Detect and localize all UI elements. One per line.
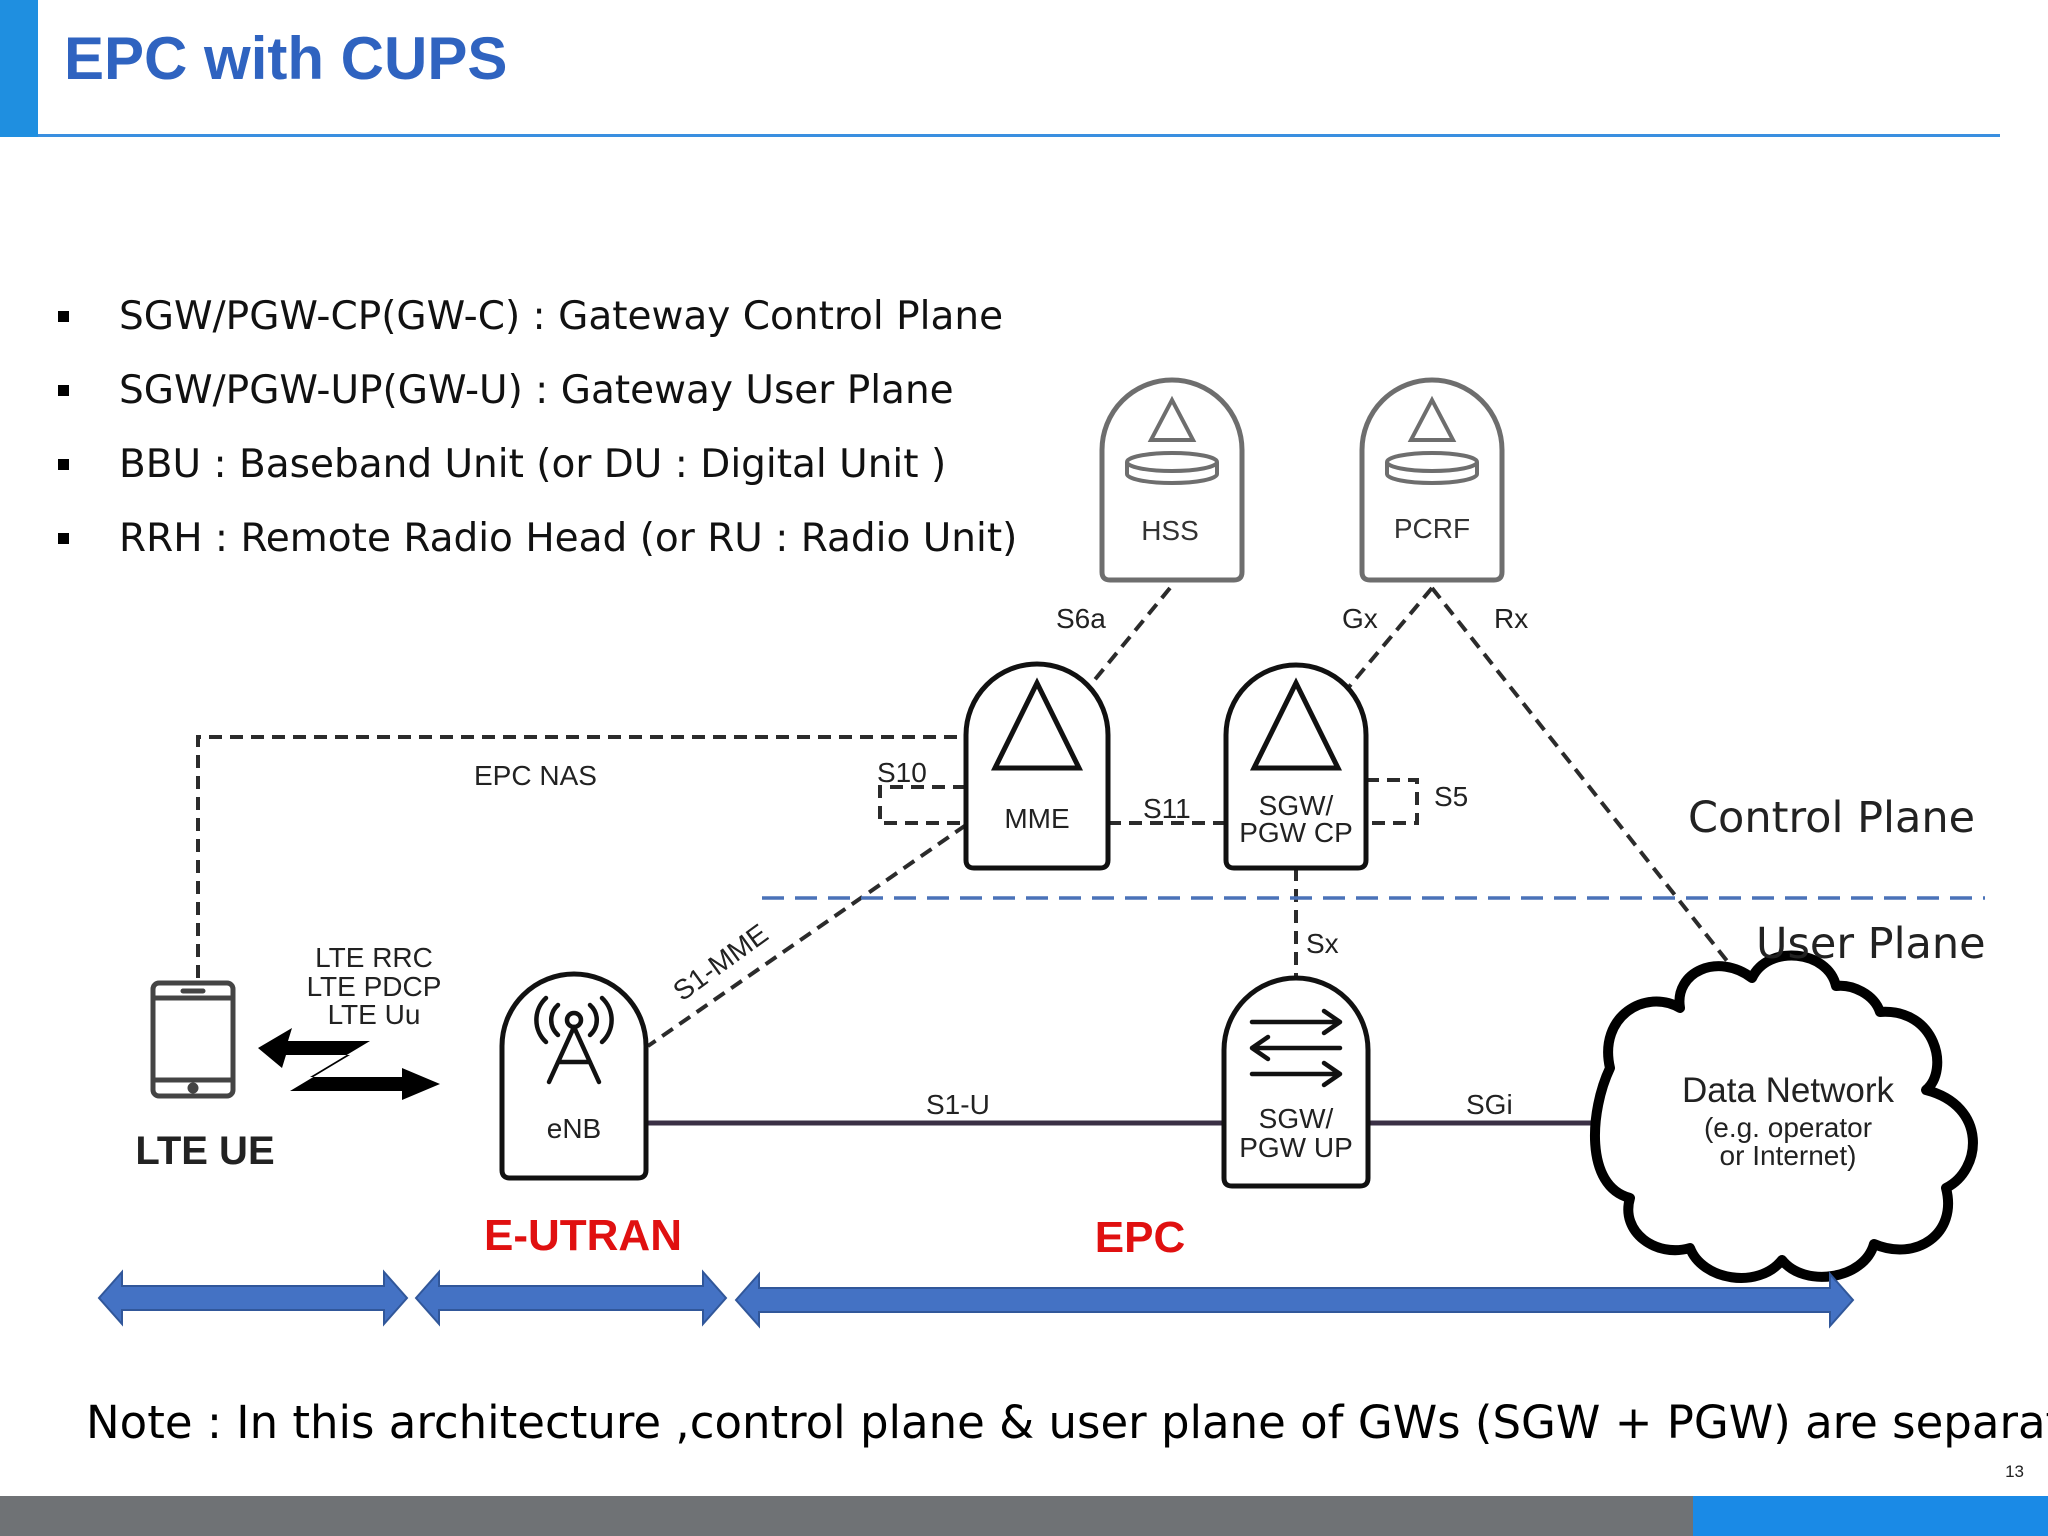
enb-label: eNB [547, 1113, 601, 1144]
bullet-icon [58, 385, 69, 396]
ue-range-arrow [97, 1269, 409, 1327]
sgw-pgw-cp-node: SGW/ PGW CP [1223, 662, 1369, 871]
bullet-text: RRH : Remote Radio Head (or RU : Radio U… [119, 516, 1018, 561]
bullet-text: BBU : Baseband Unit (or DU : Digital Uni… [119, 442, 947, 487]
title-divider [38, 134, 2000, 137]
epc-nas-link [196, 735, 966, 978]
pcrf-label: PCRF [1394, 513, 1470, 544]
control-plane-label: Control Plane [1688, 793, 1975, 843]
gx-link [1346, 586, 1434, 690]
sx-label: Sx [1306, 928, 1339, 959]
antenna-tower-icon [534, 995, 614, 1085]
rx-label: Rx [1494, 603, 1528, 634]
user-plane-label: User Plane [1756, 919, 1986, 969]
s6a-link [1086, 586, 1172, 690]
radio-label-line2: LTE PDCP [307, 971, 442, 1002]
data-network-label: Data Network [1682, 1071, 1895, 1110]
bullet-icon [58, 533, 69, 544]
epc-label: EPC [1095, 1213, 1185, 1262]
mme-node: MME [963, 661, 1111, 871]
sgi-label: SGi [1466, 1089, 1513, 1120]
bullet-icon [58, 311, 69, 322]
bullet-text: SGW/PGW-UP(GW-U) : Gateway User Plane [119, 368, 954, 413]
pcrf-node: PCRF [1359, 377, 1505, 583]
enb-node: eNB [499, 971, 649, 1181]
triangle-icon [990, 677, 1084, 771]
hss-node: HSS [1099, 377, 1245, 583]
bullet-icon [58, 459, 69, 470]
triangle-icon [1147, 395, 1197, 442]
data-network-sub-1: (e.g. operator [1704, 1112, 1872, 1143]
phone-icon [150, 980, 236, 1099]
s10-label: S10 [877, 757, 927, 788]
rx-link [1430, 586, 1752, 992]
bullet-item: SGW/PGW-CP(GW-C) : Gateway Control Plane [52, 284, 1017, 358]
bullet-text: SGW/PGW-CP(GW-C) : Gateway Control Plane [119, 294, 1004, 339]
gx-label: Gx [1342, 603, 1378, 634]
bullet-item: RRH : Remote Radio Head (or RU : Radio U… [52, 506, 1017, 580]
s6a-label: S6a [1056, 603, 1106, 634]
sgw-cp-label-line2: PGW CP [1239, 817, 1353, 848]
data-network-sub-2: or Internet) [1720, 1140, 1857, 1171]
footer-bar [0, 1496, 1693, 1536]
triangle-icon [1249, 677, 1343, 771]
slide-title: EPC with CUPS [64, 25, 508, 92]
s1-mme-link [646, 823, 968, 1048]
footer-accent [1693, 1496, 2048, 1536]
s5-label: S5 [1434, 781, 1468, 812]
radio-label-line1: LTE RRC [315, 942, 433, 973]
sgw-cp-label-line1: SGW/ [1259, 790, 1334, 821]
epc-range-arrow [734, 1271, 1855, 1329]
title-accent-bar [0, 0, 38, 137]
lte-ue-label: LTE UE [135, 1129, 274, 1173]
epc-architecture-diagram: HSS PCRF MME SGW/ PGW CP SGW/ PGW UP [97, 377, 1986, 1329]
sgw-up-label-line2: PGW UP [1239, 1132, 1353, 1163]
epc-nas-label: EPC NAS [474, 760, 597, 791]
triangle-icon [1407, 395, 1457, 442]
s5-loop [1366, 778, 1419, 825]
radio-label-line3: LTE Uu [328, 999, 421, 1030]
sgw-pgw-up-node: SGW/ PGW UP [1221, 975, 1371, 1189]
sgw-up-label-line1: SGW/ [1259, 1103, 1334, 1134]
s1-u-label: S1-U [926, 1089, 990, 1120]
footnote: Note : In this architecture ,control pla… [86, 1396, 2048, 1449]
bullet-item: SGW/PGW-UP(GW-U) : Gateway User Plane [52, 358, 1017, 432]
eutran-range-arrow [414, 1269, 728, 1327]
hss-label: HSS [1141, 515, 1199, 546]
database-icon [1125, 451, 1219, 473]
radio-link-icon [258, 1028, 440, 1100]
eutran-label: E-UTRAN [484, 1211, 682, 1260]
mme-label: MME [1004, 803, 1069, 834]
bidirectional-arrows-icon [1249, 1008, 1343, 1088]
bullet-item: BBU : Baseband Unit (or DU : Digital Uni… [52, 432, 1017, 506]
s11-label: S11 [1143, 793, 1191, 824]
page-number: 13 [2005, 1462, 2024, 1481]
data-network-cloud: Data Network (e.g. operator or Internet) [1589, 950, 1978, 1283]
s10-loop [878, 785, 966, 825]
definition-list: SGW/PGW-CP(GW-C) : Gateway Control Plane… [52, 284, 1017, 580]
database-icon [1385, 451, 1479, 473]
